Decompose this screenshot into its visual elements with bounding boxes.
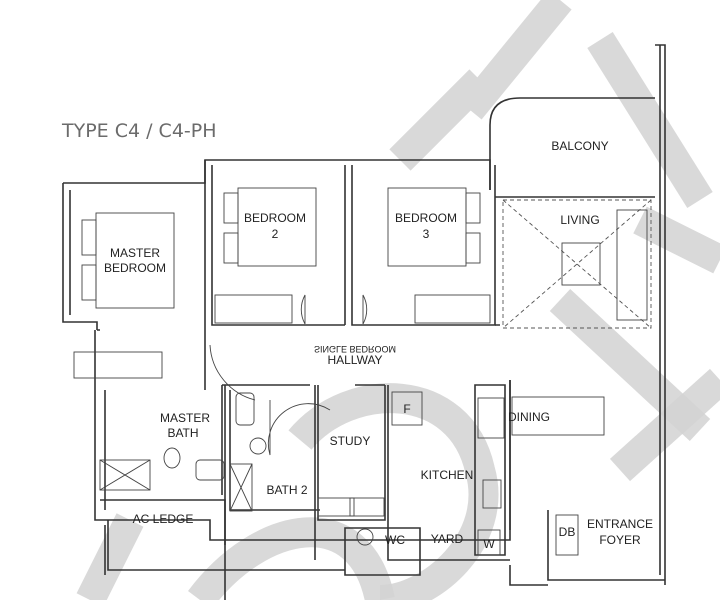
label-bedroom3-2: 3 (423, 227, 430, 241)
label-wc: WC (385, 533, 405, 547)
basin-icon (235, 392, 255, 426)
shower-icon (229, 463, 253, 512)
bed-icon (95, 212, 175, 309)
room-labels: BALCONY MASTER BEDROOM BEDROOM 2 BEDROOM… (104, 139, 653, 551)
sofa-icon (616, 209, 648, 321)
door-icon (362, 294, 368, 325)
label-kitchen: KITCHEN (421, 468, 474, 482)
label-study: STUDY (330, 434, 371, 448)
toilet-icon (163, 447, 181, 469)
label-db: DB (559, 525, 576, 539)
bed-icon (237, 187, 317, 267)
wardrobe-icon (73, 351, 163, 379)
label-hallway: HALLWAY (327, 353, 382, 367)
wardrobe-icon (214, 294, 293, 324)
label-master-bedroom-1: MASTER (110, 246, 160, 260)
plan-title: TYPE C4 / C4-PH (61, 120, 217, 142)
label-bedroom2-1: BEDROOM (244, 211, 306, 225)
label-fridge: F (403, 402, 410, 416)
basin-icon (195, 459, 225, 481)
label-balcony: BALCONY (551, 139, 608, 153)
toilet-icon (356, 528, 374, 546)
label-dining: DINING (508, 410, 550, 424)
toilet-icon (249, 437, 267, 455)
label-yard: YARD (431, 532, 464, 546)
door-icon (209, 344, 256, 401)
stove-icon (477, 397, 505, 439)
label-master-bath-2: BATH (167, 426, 198, 440)
door-icon (267, 400, 331, 456)
label-washer: W (483, 537, 495, 551)
washer-icon (477, 529, 501, 556)
label-bedroom3-1: BEDROOM (395, 211, 457, 225)
coffee-table-icon (561, 242, 601, 286)
fixtures (73, 187, 652, 556)
bed-icon (387, 187, 467, 267)
sink-icon (482, 479, 502, 509)
walls (62, 44, 666, 600)
label-master-bedroom-2: BEDROOM (104, 261, 166, 275)
door-icon (300, 294, 306, 325)
watermark (76, 0, 720, 600)
label-master-bath-1: MASTER (160, 411, 210, 425)
wardrobe-icon (414, 294, 491, 324)
label-entrance-2: FOYER (599, 533, 641, 547)
db-box (555, 514, 579, 556)
label-entrance-1: ENTRANCE (587, 517, 653, 531)
label-mirrored: SINGLE BEDROOM (314, 344, 396, 354)
fridge-icon (391, 391, 423, 426)
label-bath2: BATH 2 (266, 483, 307, 497)
label-ac-ledge: AC LEDGE (133, 512, 194, 526)
label-bedroom2-2: 2 (272, 227, 279, 241)
dining-table-icon (511, 396, 605, 436)
shower-icon (99, 459, 151, 491)
label-living: LIVING (560, 213, 599, 227)
